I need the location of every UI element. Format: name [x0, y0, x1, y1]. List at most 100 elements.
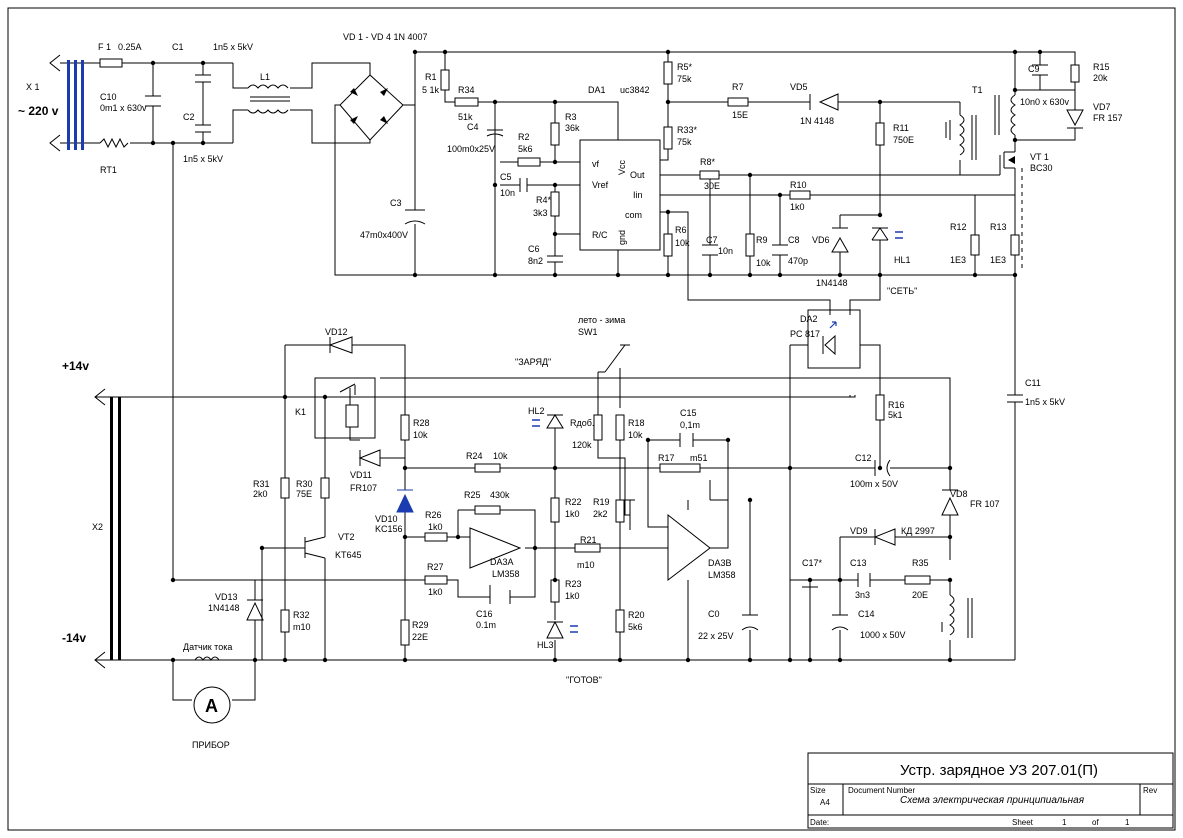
label-vd11-val: FR107	[350, 483, 377, 493]
label-c8-val: 470p	[788, 256, 808, 266]
label-r15: R15	[1093, 62, 1110, 72]
label-c8: C8	[788, 235, 800, 245]
label-vt1: VT 1	[1030, 152, 1049, 162]
capacitors-secondary	[489, 433, 891, 631]
label-r31-val: 2k0	[253, 489, 268, 499]
label-r33: R33*	[677, 125, 698, 135]
diode-vd9	[873, 528, 896, 546]
label-r3-val: 36k	[565, 123, 580, 133]
transistor-vt2	[304, 536, 326, 559]
capacitor-c3	[404, 209, 426, 225]
label-f1-val: 0.25A	[118, 42, 142, 52]
label-c6: C6	[528, 244, 540, 254]
label-r1: R1	[425, 72, 437, 82]
label-r8: R8*	[700, 157, 716, 167]
label-zaryad: "ЗАРЯД"	[515, 357, 551, 367]
label-r32: R32	[293, 610, 310, 620]
diode-vd6	[831, 227, 849, 253]
label-c11: C11	[1025, 378, 1041, 388]
label-r11: R11	[893, 123, 909, 133]
sheet-border	[7, 7, 1176, 831]
label-r2-val: 5k6	[518, 144, 533, 154]
ic-da1-uc3842	[579, 139, 661, 251]
label-r9-val: 10k	[756, 258, 771, 268]
current-shunt	[194, 656, 220, 661]
label-f1: F 1	[98, 42, 111, 52]
label-da2: DA2	[800, 314, 818, 324]
label-vd1-vd4: VD 1 - VD 4 1N 4007	[343, 32, 428, 42]
label-r29-val: 22E	[412, 632, 428, 642]
diode-vd13	[246, 599, 264, 621]
label-c3: C3	[390, 198, 402, 208]
label-r12: R12	[950, 222, 967, 232]
label-c5-val: 10n	[500, 188, 515, 198]
label-vd6-val: 1N4148	[816, 278, 848, 288]
label-c7-val: 10n	[718, 246, 733, 256]
label-c2-val: 1n5 x 5kV	[183, 154, 223, 164]
label-r15-val: 20k	[1093, 73, 1108, 83]
label-r10: R10	[790, 180, 807, 190]
label-rdob: Rдоб.	[570, 418, 594, 428]
label-c15: C15	[680, 408, 697, 418]
label-da1-type: uc3842	[620, 85, 650, 95]
label-r18-val: 10k	[628, 430, 643, 440]
docnum-value: Схема электрическая принципиальная	[900, 795, 1085, 806]
diode-vd7	[1066, 109, 1084, 129]
connector-x1	[49, 54, 84, 152]
label-vd7-val: FR 157	[1093, 113, 1123, 123]
label-r5-val: 75k	[677, 74, 692, 84]
label-vd8: VD8	[950, 489, 968, 499]
title-text: Устр. зарядное УЗ 207.01(П)	[900, 762, 1098, 779]
led-hl2	[532, 414, 564, 440]
resistors-primary	[440, 61, 1080, 257]
label-vt1-val: BC30	[1030, 163, 1053, 173]
of-value: 1	[1125, 818, 1130, 827]
label-vd9: VD9	[850, 526, 868, 536]
zener-vd10	[396, 489, 414, 513]
label-da2-val: PC 817	[790, 329, 820, 339]
switch-sw1	[604, 344, 630, 373]
label-r1-val: 5 1k	[422, 85, 440, 95]
label-c16-val: 0.1m	[476, 620, 496, 630]
sheet-value: 1	[1062, 818, 1067, 827]
label-x2: X2	[92, 522, 103, 532]
label-c13: C13	[850, 558, 867, 568]
label-pin-vf: vf	[592, 159, 600, 169]
label-ammeter: A	[205, 696, 218, 716]
label-c9: C9	[1028, 64, 1040, 74]
label-r24-val: 10k	[493, 451, 508, 461]
capacitor-c11	[1007, 394, 1023, 403]
label-vd8-val: FR 107	[970, 499, 1000, 509]
label-pin-gnd: gnd	[617, 230, 627, 245]
label-vd9-val: КД 2997	[901, 526, 935, 536]
label-vt2-val: KT645	[335, 550, 362, 560]
label-rdob-val: 120k	[572, 440, 592, 450]
label-sw1-name: лето - зима	[578, 315, 625, 325]
label-r34: R34	[458, 85, 475, 95]
label-r7-val: 15E	[732, 110, 748, 120]
label-k1: K1	[295, 407, 306, 417]
label-c9-val: 10n0 x 630v	[1020, 97, 1070, 107]
label-hl3: HL3	[537, 640, 554, 650]
led-hl3	[546, 620, 578, 639]
bridge-vd1-vd4	[339, 74, 404, 141]
label-c15-val: 0,1m	[680, 420, 700, 430]
label-r16-val: 5k1	[888, 410, 903, 420]
label-r24: R24	[466, 451, 483, 461]
label-c14-val: 1000 x 50V	[860, 630, 906, 640]
optocoupler-da2	[800, 299, 861, 369]
label-r13-val: 1E3	[990, 255, 1006, 265]
label-vd13-val: 1N4148	[208, 603, 240, 613]
label-r13: R13	[990, 222, 1007, 232]
label-r32-val: m10	[293, 622, 311, 632]
label-c4-val: 100m0x25V	[447, 144, 495, 154]
diode-vd8	[941, 489, 959, 516]
rev-label: Rev	[1143, 786, 1157, 795]
label-rt1: RT1	[100, 165, 117, 175]
label-r29: R29	[412, 620, 429, 630]
label-vt2: VT2	[338, 532, 355, 542]
label-r19: R19	[593, 497, 610, 507]
label-r25-val: 430k	[490, 490, 510, 500]
of-label: of	[1092, 818, 1099, 827]
